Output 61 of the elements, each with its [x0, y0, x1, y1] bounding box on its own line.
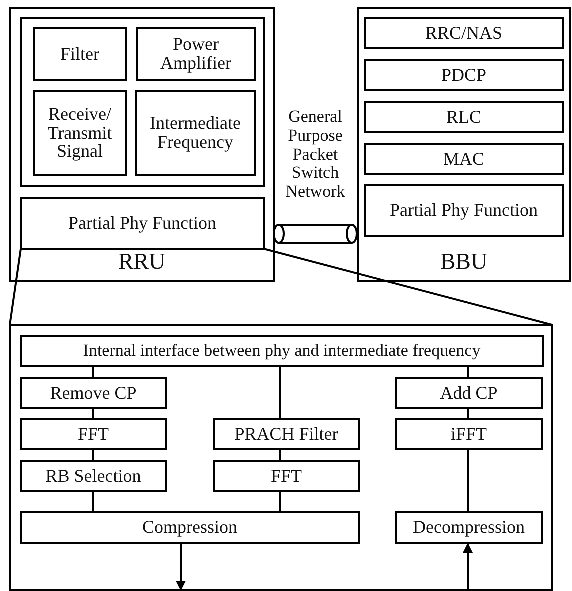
block-label: Partial Phy Function: [68, 214, 216, 233]
connector-line: [279, 367, 281, 418]
zoom-line: [264, 248, 552, 326]
block-label: PRACH Filter: [234, 424, 338, 444]
process-box: [20, 511, 360, 544]
process-box: [20, 418, 167, 450]
connector-line: [92, 409, 94, 418]
unit-box: [9, 7, 275, 282]
unit-label: BBU: [440, 250, 488, 274]
unit-label: RRU: [118, 250, 166, 274]
network-label: General Purpose Packet Switch Network: [284, 108, 346, 202]
block-label: RRC/NAS: [425, 24, 503, 42]
process-box: [395, 418, 543, 450]
process-box: [395, 377, 543, 409]
process-box: [364, 101, 564, 133]
block-label: MAC: [443, 150, 484, 168]
process-box: [364, 143, 564, 175]
block-label: Add CP: [440, 384, 498, 402]
process-box: [364, 59, 564, 91]
process-box: [33, 27, 127, 81]
block-label: FFT: [270, 466, 302, 486]
arrow: [176, 544, 186, 591]
block-label: PDCP: [441, 66, 487, 84]
process-box: [135, 90, 256, 176]
process-box: [395, 511, 543, 544]
group-box: [20, 17, 265, 187]
block-label: Compression: [142, 518, 238, 537]
connector-line: [467, 450, 469, 511]
process-box: [364, 17, 564, 49]
process-box: [20, 335, 544, 367]
block-label: Filter: [60, 44, 100, 64]
group-box: [9, 324, 553, 591]
connector-line: [279, 492, 281, 511]
connector-line: [467, 409, 469, 418]
process-box: [20, 377, 167, 409]
connector-line: [92, 450, 94, 460]
block-label: FFT: [78, 424, 110, 444]
process-box: [213, 460, 360, 492]
block-label: Receive/ Transmit Signal: [46, 104, 114, 162]
connector-line: [92, 492, 94, 511]
process-box: [33, 90, 127, 176]
block-label: Partial Phy Function: [390, 201, 538, 220]
block-label: RB Selection: [46, 466, 142, 486]
block-label: Intermediate Frequency: [149, 114, 242, 152]
connector-line: [467, 367, 469, 377]
block-label: Internal interface between phy and intermediate frequency: [83, 342, 481, 360]
block-label: iFFT: [450, 424, 488, 444]
block-label: Remove CP: [50, 384, 137, 402]
block-label: Power Amplifier: [160, 35, 232, 73]
process-box: [213, 418, 360, 450]
process-box: [20, 197, 265, 250]
unit-box: [357, 7, 571, 282]
zoom-line: [9, 248, 22, 326]
connector-line: [279, 450, 281, 460]
connector-line: [92, 367, 94, 377]
process-box: [136, 27, 256, 81]
arrow: [463, 543, 473, 590]
process-box: [364, 184, 564, 237]
block-label: Decompression: [413, 518, 525, 537]
block-label: RLC: [446, 108, 482, 126]
process-box: [20, 460, 167, 492]
